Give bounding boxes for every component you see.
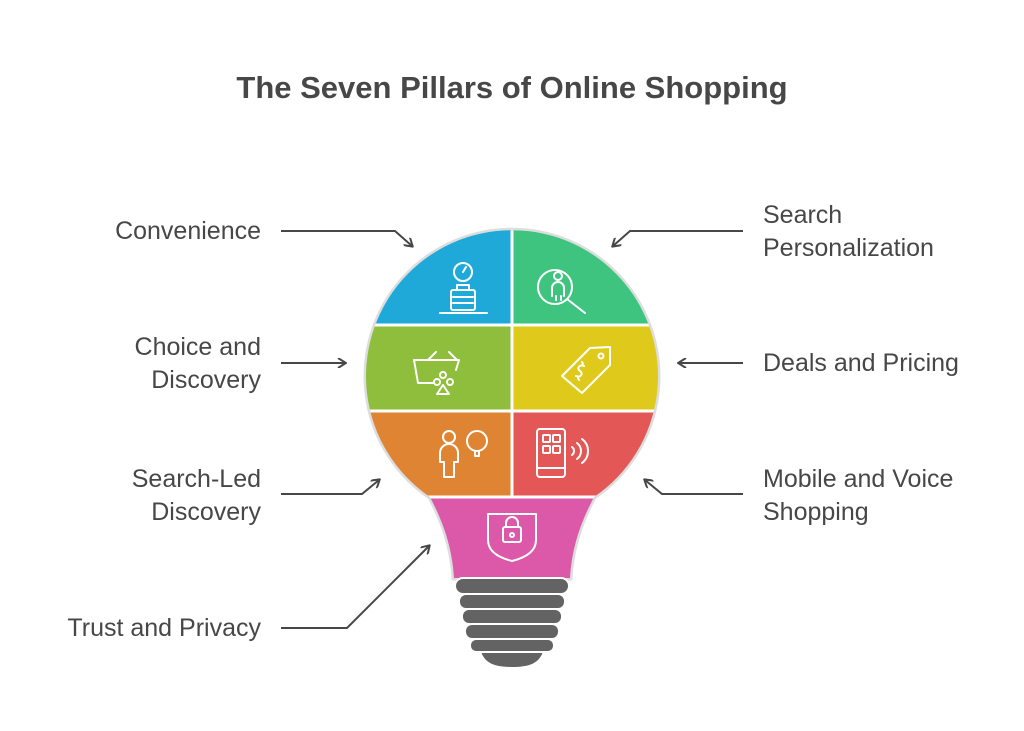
clock-luggage-icon (439, 262, 488, 314)
diagram-title: The Seven Pillars of Online Shopping (236, 70, 788, 105)
segment-deals-pricing (512, 325, 659, 411)
arrow-search-led (281, 480, 379, 495)
person-idea-icon (439, 430, 488, 478)
basket-shapes-icon (413, 351, 460, 395)
phone-apps-icon (536, 428, 589, 478)
label-search-personalization: Search Personalization (763, 201, 934, 262)
label-mobile-voice: Mobile and Voice Shopping (763, 465, 954, 526)
label-trust-privacy: Trust and Privacy (67, 614, 261, 642)
label-deals-pricing: Deals and Pricing (763, 349, 959, 377)
arrow-trust-privacy (281, 546, 429, 629)
bulb-base (454, 577, 570, 670)
price-tag-icon (561, 346, 611, 394)
segment-search-personalization (512, 230, 659, 325)
shield-lock-icon (487, 513, 537, 562)
segment-choice-discovery (366, 325, 512, 411)
label-convenience: Convenience (115, 217, 261, 245)
segment-convenience (366, 230, 512, 325)
segment-search-led-discovery (366, 411, 512, 497)
arrow-convenience (281, 230, 412, 246)
label-choice-discovery: Choice and Discovery (134, 333, 261, 394)
label-search-led-discovery: Search-Led Discovery (131, 465, 261, 526)
arrow-mobile-voice (645, 480, 743, 495)
arrow-search-personalization (613, 230, 743, 246)
person-search-icon (537, 269, 586, 314)
